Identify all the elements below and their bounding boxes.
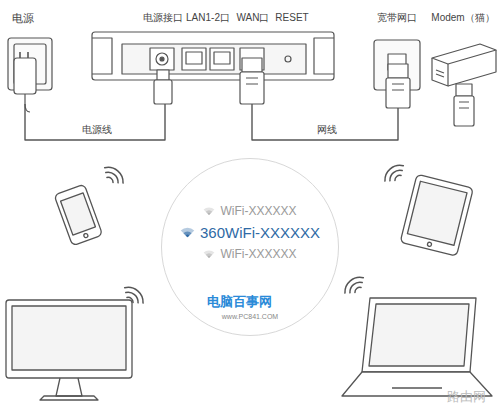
part-label: 宽带网口 <box>377 12 417 23</box>
watermark: 电脑百事网 <box>207 295 272 309</box>
modem <box>432 44 496 64</box>
part-label: Modem（猫） <box>431 12 494 23</box>
network-plug <box>240 72 264 104</box>
wifi-list-circle: WiFi-XXXXXX 360WiFi-XXXXXX WiFi-XXXXXX <box>161 158 339 336</box>
power-jack <box>150 48 174 70</box>
wifi-icon <box>180 226 195 238</box>
reset-button <box>285 56 291 62</box>
wifi-name: WiFi-XXXXXX <box>220 247 296 261</box>
watermark: 路由网 <box>447 390 486 404</box>
laptop <box>342 298 492 396</box>
wifi-name: WiFi-XXXXXX <box>220 204 296 218</box>
network-plug <box>454 96 474 126</box>
power-adapter <box>14 58 36 94</box>
router-body <box>92 32 334 80</box>
wifi-row: WiFi-XXXXXX <box>203 247 296 261</box>
power-plug <box>154 80 172 104</box>
lan-port <box>210 48 234 70</box>
wifi-name: 360WiFi-XXXXXX <box>200 224 320 241</box>
network-cable <box>252 104 398 140</box>
tablet <box>400 174 473 256</box>
smartphone <box>54 184 103 246</box>
port-label: WAN口 <box>237 12 270 23</box>
watermark: www.PC841.COM <box>222 313 278 321</box>
lan-port <box>182 48 206 70</box>
port-label: LAN1-2口 <box>186 12 230 23</box>
power-cable <box>25 104 165 140</box>
wifi-icon <box>203 206 215 216</box>
wifi-row: WiFi-XXXXXX <box>203 204 296 218</box>
port-label: RESET <box>275 12 308 23</box>
cable-label: 电源线 <box>80 124 114 135</box>
monitor <box>6 300 132 400</box>
port-label: 电源接口 <box>143 12 183 23</box>
wifi-icon <box>203 249 215 259</box>
wifi-row: 360WiFi-XXXXXX <box>180 224 320 241</box>
part-label: 电源 <box>12 12 34 24</box>
cable-label: 网线 <box>315 124 339 135</box>
